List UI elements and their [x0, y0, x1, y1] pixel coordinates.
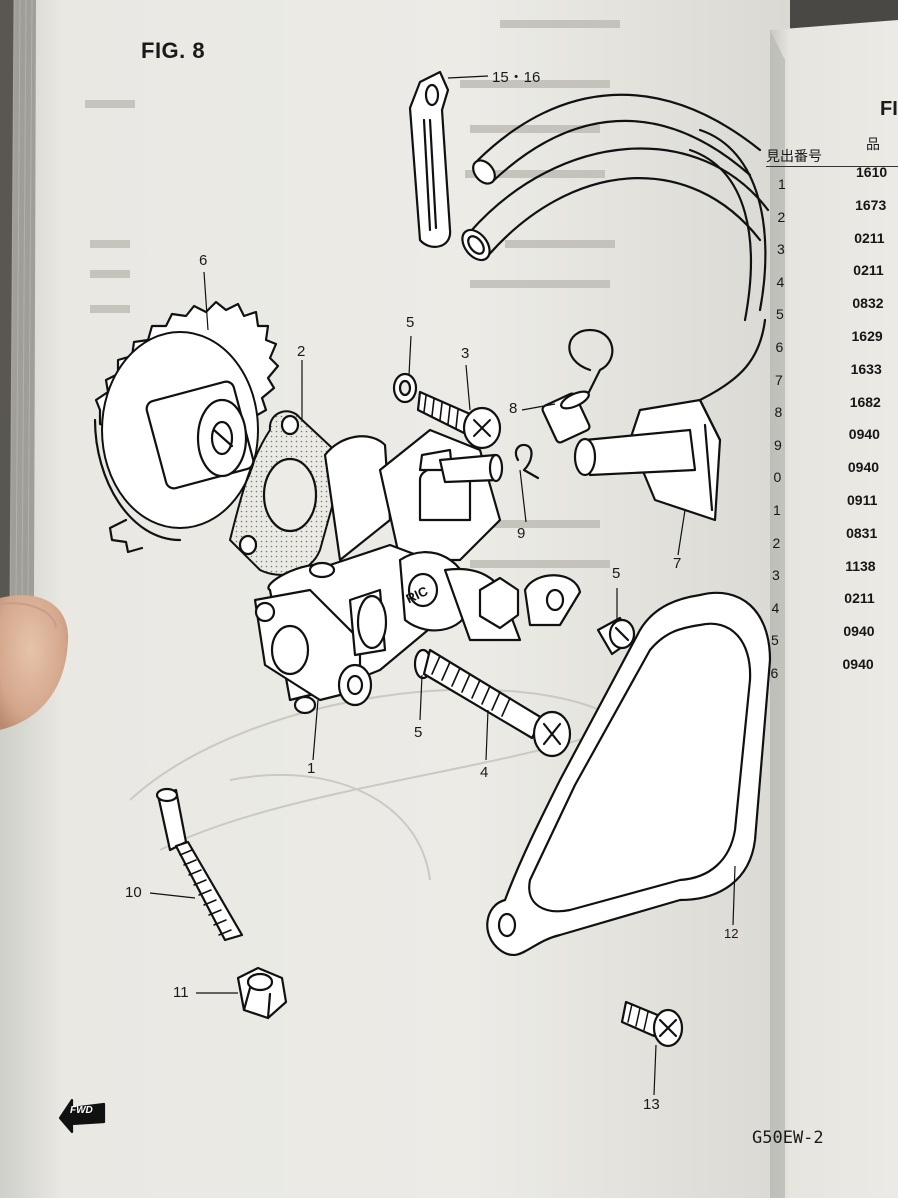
parts-row-index: 8: [774, 404, 783, 421]
parts-row-number: 1682: [849, 393, 881, 410]
parts-row-index: 9: [774, 436, 782, 453]
callout-9: 8: [509, 400, 518, 417]
parts-row-index: 2: [777, 208, 786, 225]
callout-7: 6: [199, 252, 208, 269]
parts-row-number: 0832: [852, 295, 884, 312]
parts-row-index: 6: [770, 665, 779, 681]
parts-row-index: 4: [776, 273, 785, 290]
parts-row-number: 0940: [847, 459, 880, 476]
drive-gear-7: [93, 300, 280, 554]
callout-8: 7: [673, 555, 682, 572]
figure-title: FIG. 8: [141, 38, 206, 63]
oil-hose: [461, 93, 770, 322]
column-header-index: 見出番号: [766, 148, 822, 164]
plug-6: [596, 616, 636, 656]
callout-13: 12: [724, 926, 739, 941]
grommet-8: [573, 318, 767, 522]
parts-row-number: 0211: [844, 590, 875, 607]
oil-pump-1: [253, 428, 582, 715]
callout-15-16: 15・16: [492, 69, 541, 86]
parts-row-index: 1: [778, 176, 786, 192]
gasket-2: [229, 410, 346, 576]
parts-row-number: 0940: [842, 656, 874, 672]
parts-row-number: 1138: [845, 557, 876, 574]
callout-1: 1: [307, 760, 316, 777]
fwd-arrow-icon: [58, 1098, 106, 1134]
hose-clamp-9: [541, 328, 614, 444]
callout-3: 3: [461, 345, 470, 362]
bracket-15-16: [408, 70, 452, 248]
callout-6: 5: [612, 565, 621, 582]
figure-code: G50EW-2: [752, 1128, 824, 1148]
parts-row-index: 3: [777, 241, 785, 258]
parts-row-number: 1673: [855, 196, 887, 213]
parts-row-index: 7: [775, 371, 783, 388]
callout-4: 4: [480, 764, 489, 781]
column-header-part: 品: [866, 136, 880, 152]
parts-row-number: 0211: [854, 229, 885, 246]
cover-gasket-13: [486, 591, 772, 957]
fwd-label: FWD: [70, 1105, 93, 1116]
parts-row-number: 0211: [853, 262, 884, 279]
callout-14: 13: [643, 1096, 660, 1113]
parts-row-index: 1: [773, 502, 781, 518]
callout-2: 2: [297, 343, 306, 360]
callout-5-bottom: 5: [414, 724, 423, 741]
clip-10: [514, 443, 540, 480]
callout-5-top: 5: [406, 314, 415, 331]
parts-row-number: 1610: [856, 164, 888, 180]
header-rule: [766, 166, 898, 167]
parts-row-number: 1633: [850, 360, 882, 377]
parts-row-index: 5: [771, 632, 779, 649]
parts-row-number: 0831: [846, 524, 878, 541]
stud-bolt-11: [155, 787, 244, 942]
parts-row-index: 4: [771, 599, 780, 616]
parts-row-index: 2: [772, 534, 781, 551]
callout-11: 10: [125, 884, 142, 901]
parts-row-index: 5: [776, 306, 784, 323]
parts-row-index: 6: [775, 339, 784, 355]
nut-12: [236, 966, 288, 1020]
screw-14: [620, 1000, 684, 1048]
screw-3: [416, 390, 502, 450]
right-page-title: FI: [880, 98, 898, 120]
callout-10: 9: [517, 525, 526, 542]
parts-row-number: 1629: [851, 328, 883, 344]
screw-4: [422, 648, 572, 758]
callout-12: 11: [173, 984, 189, 1001]
parts-row-number: 0911: [847, 492, 878, 508]
parts-row-number: 0940: [843, 623, 875, 640]
parts-row-index: 0: [773, 469, 782, 486]
parts-row-number: 0940: [848, 426, 880, 443]
parts-row-index: 3: [772, 567, 780, 584]
